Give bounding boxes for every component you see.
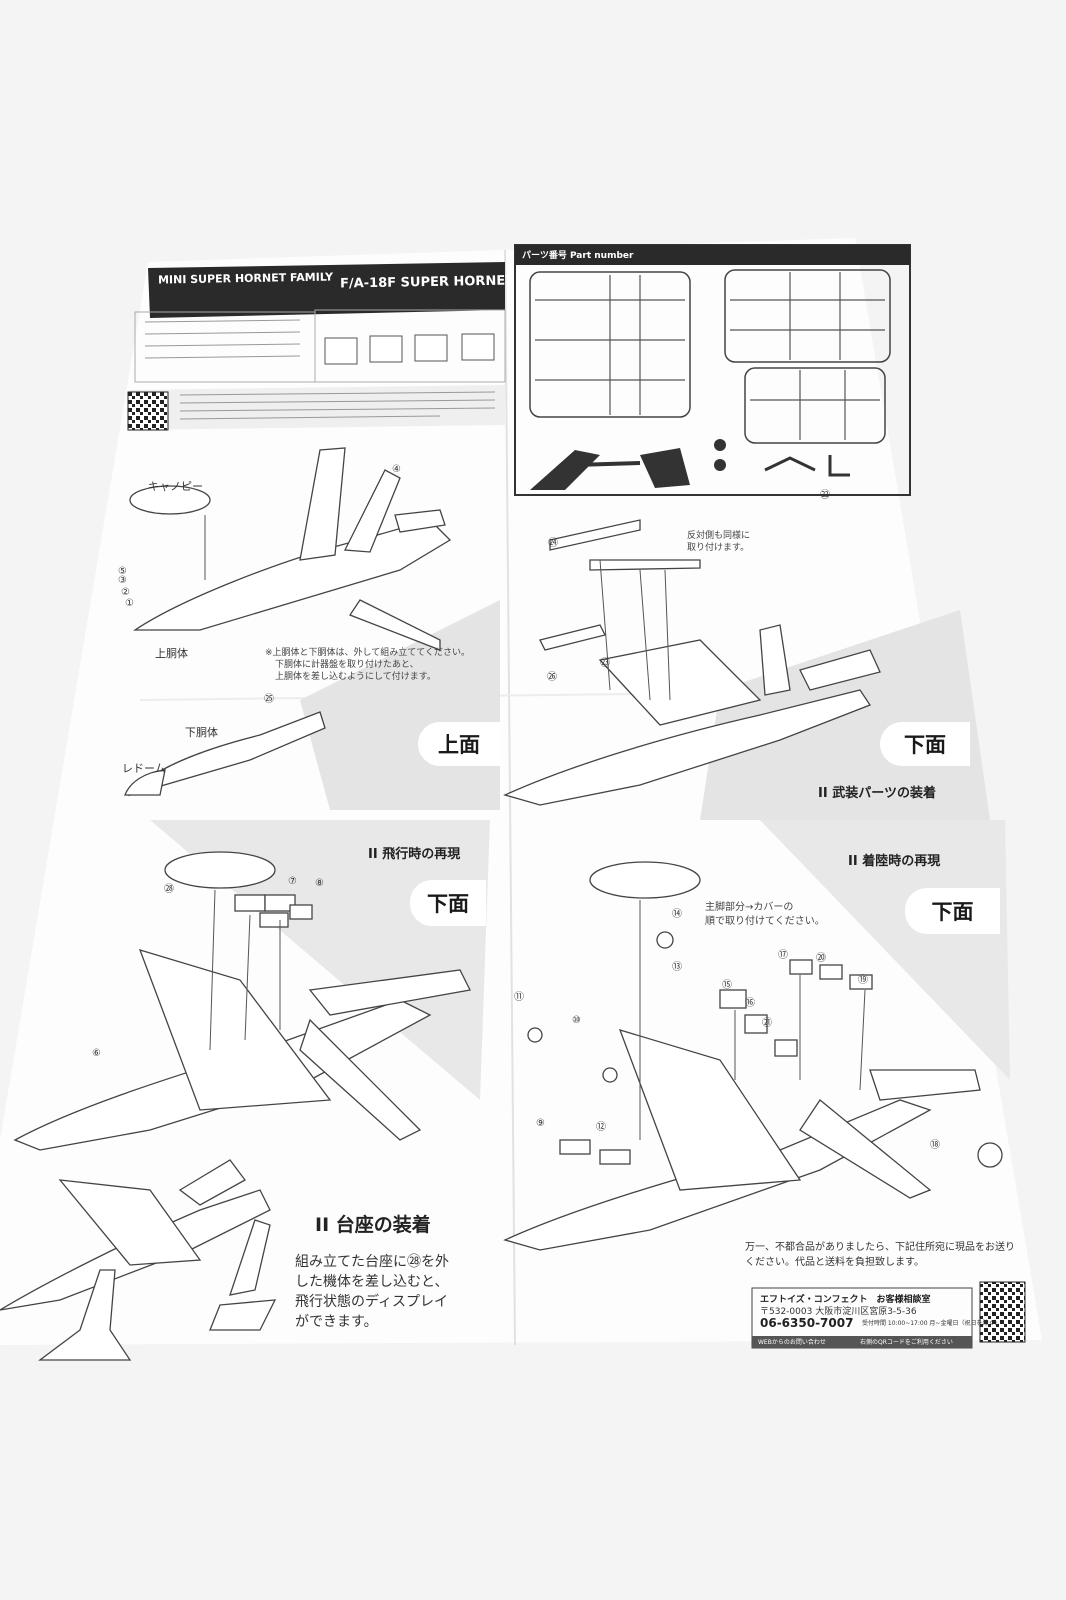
- part-number-label: ⑧: [315, 878, 324, 889]
- part-number-label: ㉓: [600, 658, 610, 669]
- tab-lower-right-top: 下面: [880, 722, 970, 766]
- section-weapons: II 武装パーツの装着: [818, 786, 936, 801]
- contact-notice-2: ください。代品と送料を負担致します。: [745, 1257, 924, 1268]
- part-number-label: ㉕: [264, 694, 274, 705]
- contact-notice-1: 万一、不都合品がありましたら、下記住所宛に現品をお送り: [745, 1242, 1015, 1253]
- qr-code: [979, 1281, 1026, 1343]
- part-number-label: ①: [125, 598, 134, 609]
- part-number-label: ⑨: [536, 1118, 545, 1129]
- aircraft-weapons: [503, 519, 881, 806]
- part-number-label: ⑯: [745, 998, 755, 1009]
- weapons-note-1: 反対側も同様に: [687, 531, 751, 541]
- aircraft-flight: [13, 851, 471, 1151]
- contact-tel: 06-6350-7007: [760, 1316, 854, 1330]
- part-number-label: ⑬: [672, 962, 682, 973]
- tab-lower-right: 下面: [905, 888, 1000, 934]
- contact-web-label: WEBからのお問い合わせ: [758, 1339, 826, 1346]
- part-number-label: ⑲: [858, 975, 868, 986]
- contact-address: 〒532-0003 大阪市淀川区宮原3-5-36: [760, 1307, 917, 1317]
- model-name: F/A-18F SUPER HORNET: [339, 273, 515, 292]
- aircraft-stand: [0, 1159, 277, 1361]
- aircraft-landing: [503, 861, 1003, 1251]
- label-lower-fuselage: 下胴体: [185, 726, 218, 739]
- label-canopy: キャノピー: [148, 480, 203, 493]
- contact-qr-label: 右側のQRコードをご利用ください: [860, 1339, 953, 1346]
- part-number-label: ④: [392, 464, 401, 475]
- label-radome: レドーム: [122, 762, 166, 775]
- part-number-label: ⑦: [288, 876, 297, 887]
- part-number-label: ㉒: [820, 490, 830, 501]
- tab-upper-left: 上面: [418, 722, 500, 766]
- stand-text-4: ができます。: [295, 1314, 378, 1330]
- part-number-label: ⑪: [514, 992, 524, 1003]
- tab-lower-left: 下面: [410, 880, 486, 926]
- part-number-label: ⑳: [816, 953, 826, 964]
- title-banner: [148, 262, 505, 318]
- weapons-note-2: 取り付けます。: [687, 543, 750, 553]
- section-stand: II 台座の装着: [315, 1214, 431, 1236]
- fuselage-note-2: 下胴体に計器盤を取り付けたあと、: [275, 660, 419, 670]
- gear-note-1: 主脚部分→カバーの: [705, 902, 794, 913]
- part-number-label: ⑫: [596, 1122, 606, 1133]
- part-number-label: ㉔: [548, 538, 558, 549]
- part-number-label: ⑥: [92, 1048, 101, 1059]
- part-number-label: ⑩: [572, 1015, 581, 1026]
- contact-company: エフトイズ・コンフェクト お客様相談室: [760, 1295, 931, 1305]
- part-number-label: ㉘: [164, 884, 174, 895]
- fuselage-note-1: ※上胴体と下胴体は、外して組み立ててください。: [265, 648, 471, 658]
- section-flight: II 飛行時の再現: [368, 847, 461, 862]
- stand-text-3: 飛行状態のディスプレイ: [295, 1294, 449, 1310]
- stand-text-2: した機体を差し込むと、: [295, 1274, 449, 1290]
- label-upper-fuselage: 上胴体: [155, 647, 188, 660]
- part-number-label: ⑤: [118, 566, 127, 577]
- part-number-label: ㉖: [547, 672, 557, 683]
- aircraft-upper-left: [124, 447, 452, 797]
- part-number-label: ②: [121, 587, 130, 598]
- gear-note-2: 順で取り付けてください。: [705, 916, 825, 927]
- part-number-label: ③: [118, 575, 127, 586]
- part-number-label: ⑱: [930, 1140, 940, 1151]
- stand-text-1: 組み立てた台座に㉘を外: [295, 1254, 449, 1270]
- section-landing: II 着陸時の再現: [848, 854, 941, 869]
- part-number-label: ⑮: [722, 980, 732, 991]
- parts-header: パーツ番号 Part number: [522, 251, 634, 261]
- part-number-label: ㉑: [762, 1018, 772, 1029]
- contact-hours: 受付時間 10:00~17:00 月~金曜日（祝日を除く）: [862, 1320, 1001, 1327]
- part-number-label: ⑭: [672, 909, 682, 920]
- part-number-label: ⑰: [778, 950, 788, 961]
- fuselage-note-3: 上胴体を差し込むようにして付けます。: [275, 672, 436, 682]
